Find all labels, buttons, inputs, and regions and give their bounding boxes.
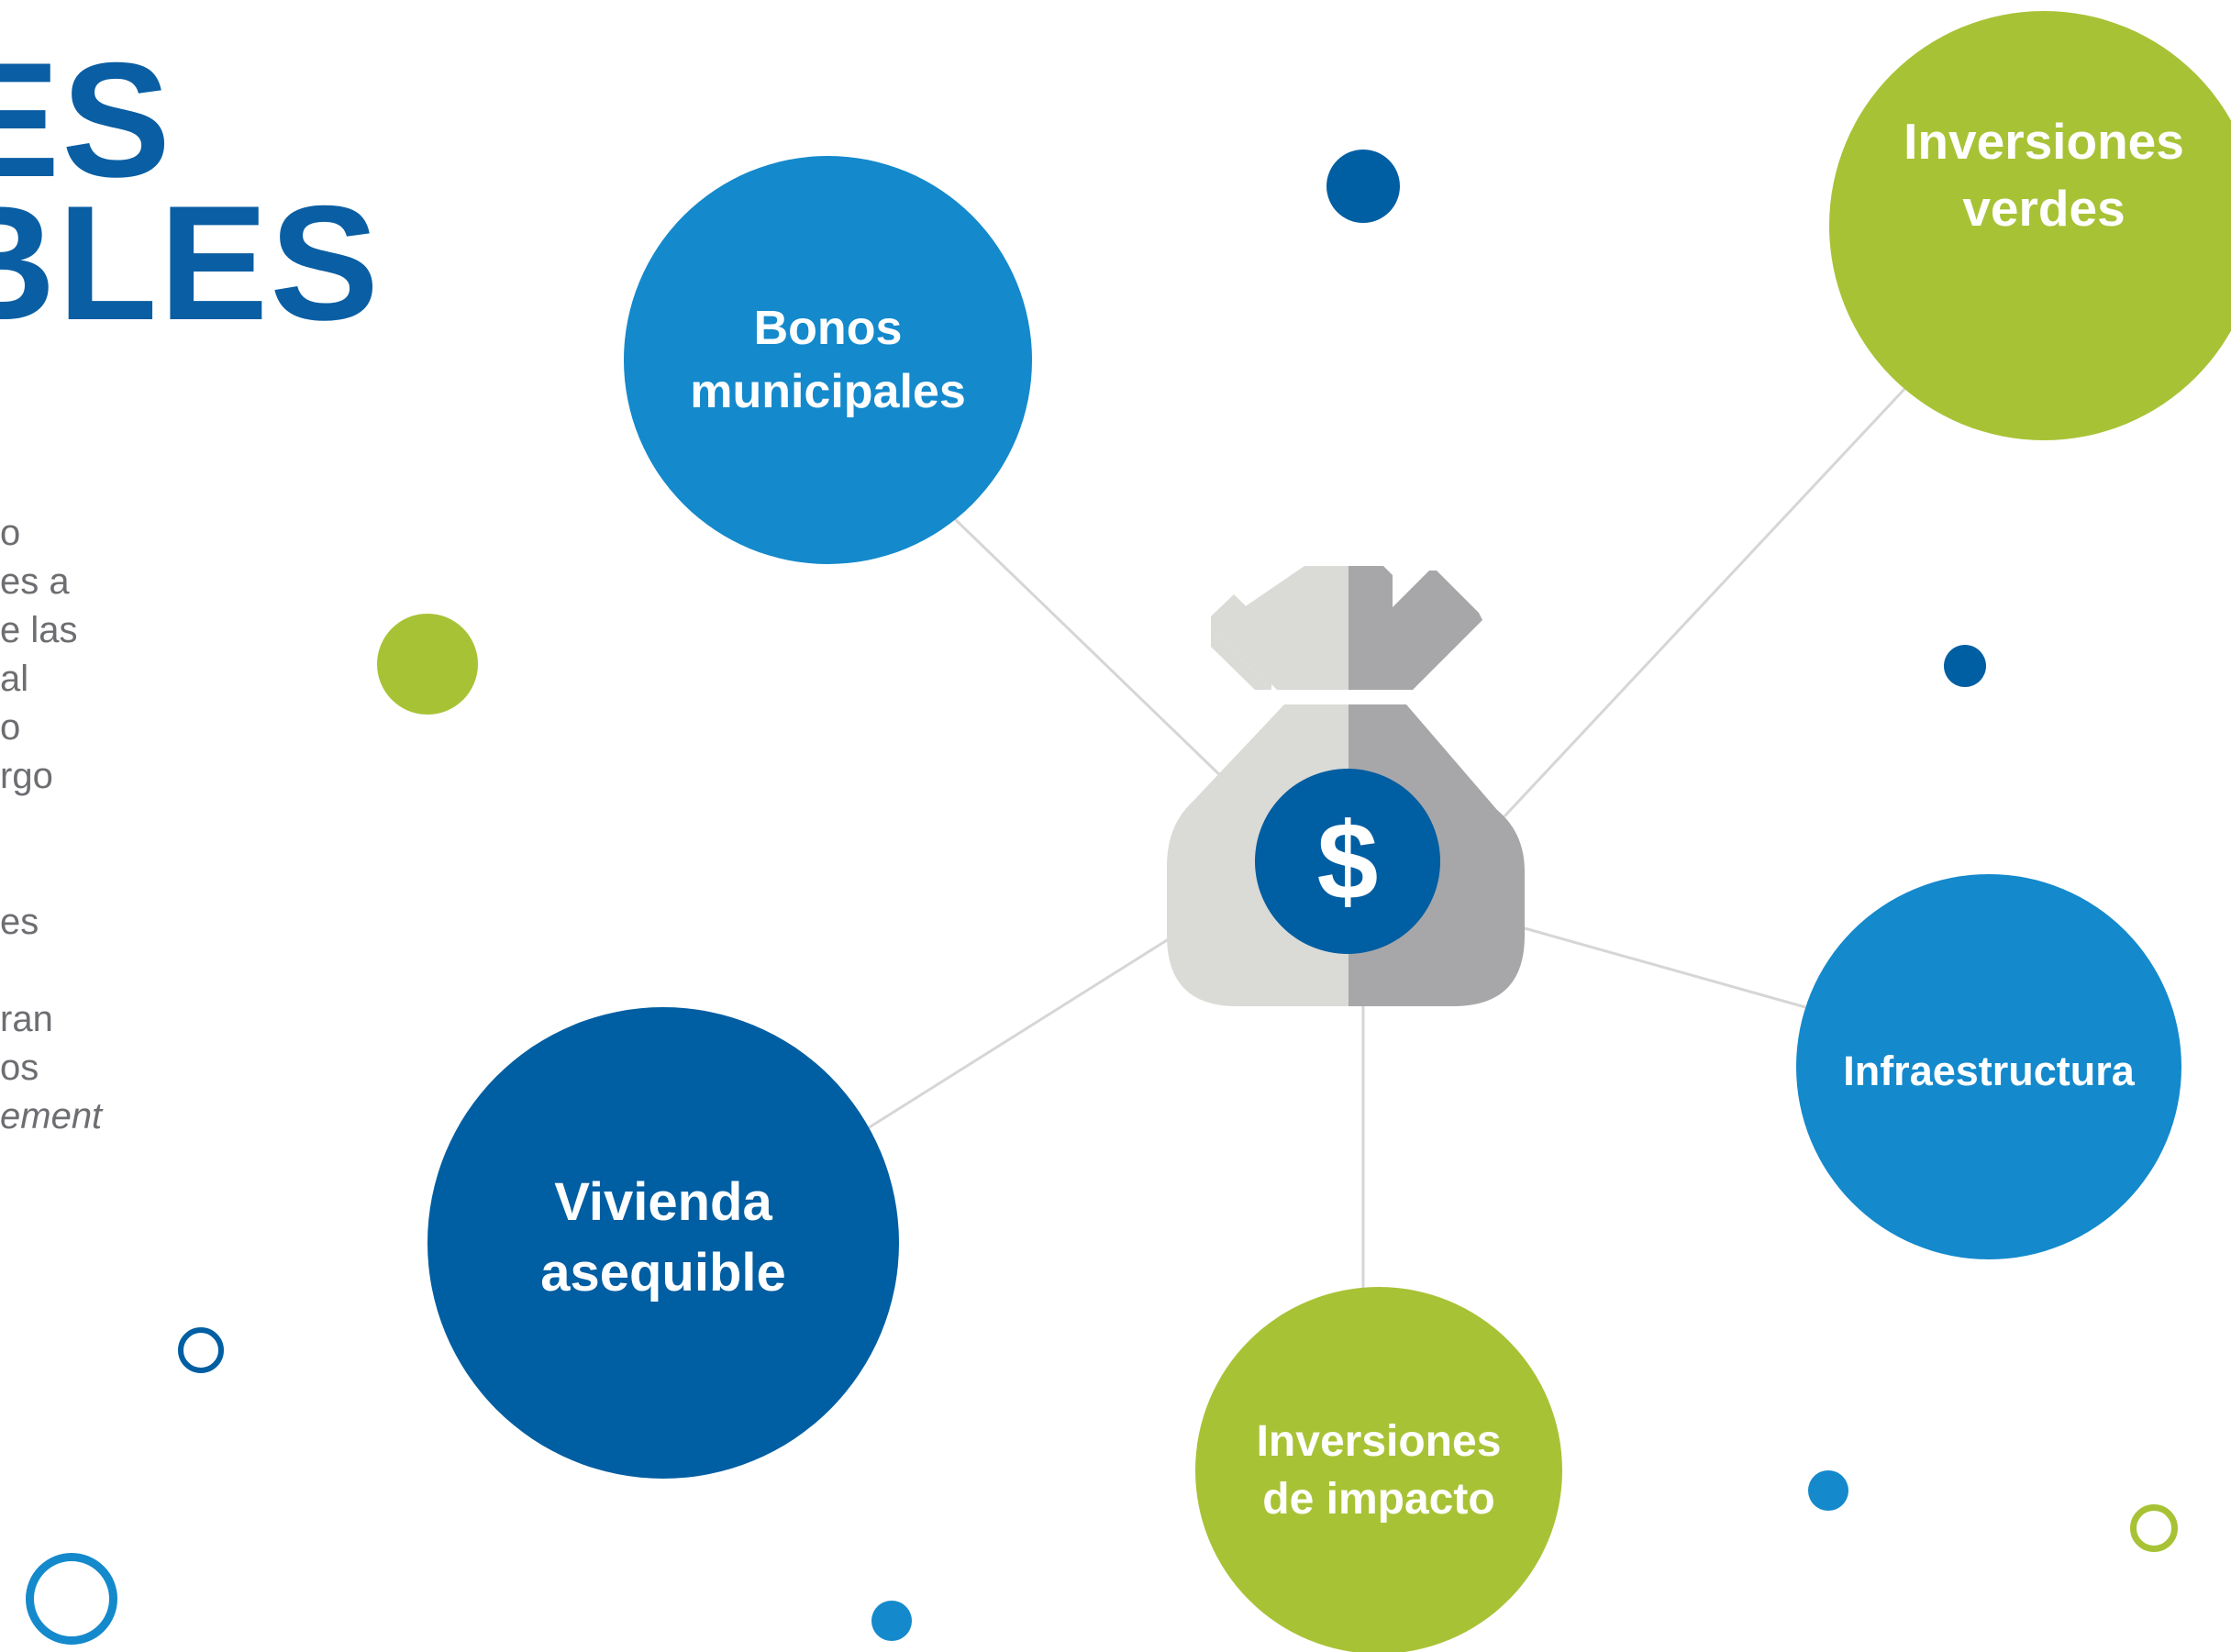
connector-vivienda — [867, 934, 1175, 1130]
slide-title-line-1: ES — [0, 28, 172, 211]
decorative-ring — [26, 1553, 117, 1645]
body-line — [0, 947, 138, 995]
node-label: Infraestructura — [1843, 1048, 2135, 1095]
bag-tie-right — [1349, 566, 1482, 690]
connector-infraestructura — [1524, 926, 1806, 1009]
decorative-ring — [2130, 1504, 2178, 1552]
node-label: Bonos municipales — [690, 301, 966, 418]
node-infraestructura: Infraestructura — [1796, 874, 2181, 1259]
body-line: al — [0, 659, 29, 699]
body-line: os — [0, 1048, 39, 1088]
body-line: ran — [0, 999, 53, 1039]
slide-title-line-2: BLES — [0, 172, 381, 354]
node-bonos-municipales: Bonos municipales — [624, 156, 1032, 564]
decorative-dot — [377, 614, 478, 715]
body-line: rgo — [0, 756, 53, 796]
connector-verdes — [1503, 385, 1908, 818]
body-paragraph: o es a e las al o rgo es ran os ement — [0, 509, 138, 1141]
dollar-sign-icon: $ — [1255, 769, 1440, 954]
body-line: es a — [0, 561, 70, 602]
bag-ear-left-lower — [1211, 629, 1271, 690]
node-inversiones-de-impacto: Inversiones de impacto — [1195, 1287, 1562, 1652]
decorative-dot — [871, 1601, 912, 1641]
decorative-ring — [178, 1327, 224, 1373]
body-line: o — [0, 707, 21, 748]
decorative-dot — [1944, 645, 1986, 687]
body-line: e las — [0, 610, 78, 650]
node-vivienda-asequible: Vivienda asequible — [427, 1007, 899, 1479]
node-label: Inversiones verdes — [1904, 113, 2184, 237]
body-line: ement — [0, 1096, 103, 1136]
body-line — [0, 849, 138, 898]
node-label: Inversiones de impacto — [1256, 1416, 1502, 1524]
decorative-dot — [1326, 150, 1400, 223]
bag-neck-left — [1304, 566, 1349, 604]
body-line: o — [0, 513, 21, 553]
node-label: Vivienda asequible — [540, 1172, 786, 1303]
connector-bonos — [952, 516, 1226, 782]
body-line: es — [0, 902, 39, 942]
decorative-dot — [1808, 1470, 1848, 1511]
body-line — [0, 801, 138, 849]
node-inversiones-verdes: Inversiones verdes — [1829, 11, 2231, 440]
